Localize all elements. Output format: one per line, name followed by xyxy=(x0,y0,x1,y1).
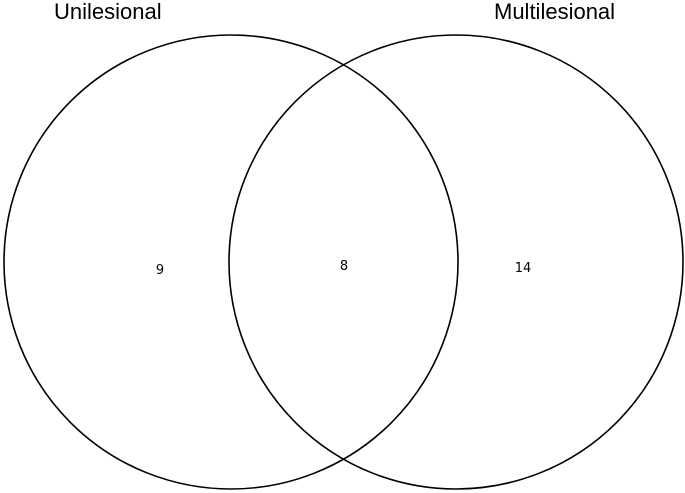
multilesional-label: Multilesional xyxy=(494,0,615,24)
unilesional-only-count: 9 xyxy=(156,263,164,278)
multilesional-only-count: 14 xyxy=(515,261,532,276)
intersection-count: 8 xyxy=(340,259,348,274)
multilesional-circle xyxy=(228,34,684,490)
unilesional-label: Unilesional xyxy=(54,0,162,24)
unilesional-circle xyxy=(3,34,459,490)
